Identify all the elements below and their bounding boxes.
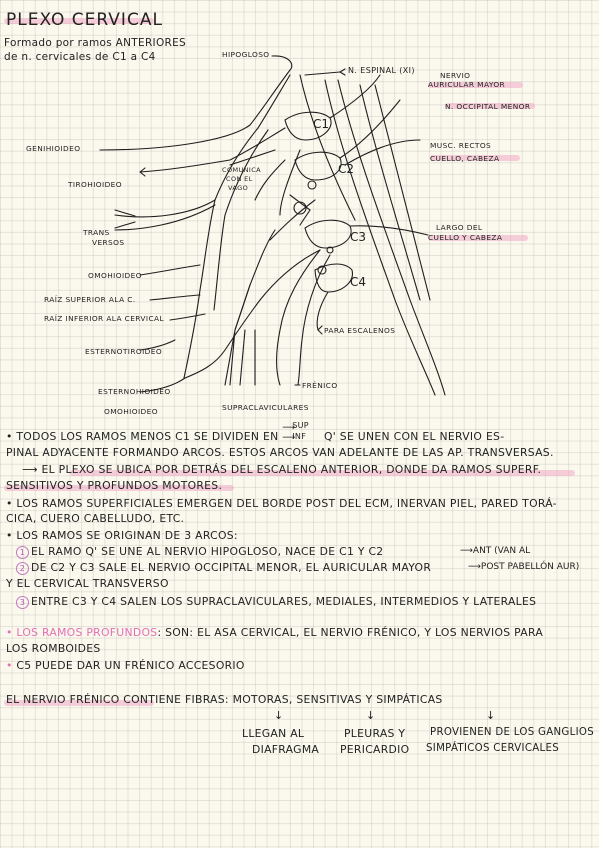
note-p2-line1: • LOS RAMOS SUPERFICIALES EMERGEN DEL BO… (6, 497, 557, 510)
arrow-sensitivas: ↓ (366, 709, 376, 722)
note-p6-highlight (4, 700, 154, 706)
note-p1-line1: • TODOS LOS RAMOS MENOS C1 SE DIVIDEN EN… (6, 421, 505, 443)
arrow-simpaticas: ↓ (486, 709, 496, 722)
note-sensitivas-2: PERICARDIO (340, 743, 410, 756)
label-trans: TRANS (83, 228, 110, 237)
label-esternotiroideo: ESTERNOTIROIDEO (85, 347, 163, 356)
label-vago: VAGO (228, 184, 249, 192)
vertebra-c4-label: C4 (350, 275, 367, 289)
note-sensitivas-1: PLEURAS Y (344, 727, 406, 740)
label-n-occipital-menor: N. OCCIPITAL MENOR (445, 102, 531, 111)
note-p1-line4: SENSITIVOS Y PROFUNDOS MOTORES. (6, 479, 223, 492)
label-auricular-mayor: AURICULAR MAYOR (428, 80, 506, 89)
label-hipogloso: HIPOGLOSO (222, 50, 270, 59)
label-frenico: FRÉNICO (302, 381, 338, 390)
label-nervio: NERVIO (440, 71, 471, 80)
note-motoras-2: DIAFRAGMA (252, 743, 320, 756)
note-p2-line2: CICA, CUERO CABELLUDO, ETC. (6, 512, 185, 525)
vertebra-c2-label: C2 (338, 162, 355, 176)
label-con-el: CON EL (226, 175, 253, 183)
label-omohioideo-upper: OMOHIOIDEO (88, 271, 142, 280)
label-raiz-inferior: RAÍZ INFERIOR ALA CERVICAL (44, 314, 165, 323)
arc-3-badge: 3 (16, 596, 29, 609)
note-arc-2-ant: ⟶ANT (VAN AL (460, 546, 531, 556)
label-cuello-y-cabeza: CUELLO Y CABEZA (428, 233, 503, 242)
label-para-escalenos: PARA ESCALENOS (324, 326, 396, 335)
note-arc-2-post: ⟶POST PABELLÓN AUR) (468, 562, 580, 572)
note-p6-line1: EL NERVIO FRÉNICO CONTIENE FIBRAS: MOTOR… (6, 693, 443, 706)
subtitle-line-2: de n. cervicales de C1 a C4 (4, 51, 156, 63)
note-p3-heading: • LOS RAMOS SE ORIGINAN DE 3 ARCOS: (6, 529, 238, 542)
cervical-plexus-diagram (99, 55, 535, 396)
vertebra-c3-label: C3 (350, 230, 367, 244)
note-p1-highlight-a (70, 470, 575, 476)
label-cuello-cabeza: CUELLO, CABEZA (430, 154, 500, 163)
note-arc-2-cont: Y EL CERVICAL TRANSVERSO (6, 577, 169, 590)
label-supraclaviculares: SUPRACLAVICULARES (222, 403, 309, 412)
vertebra-c1-label: C1 (313, 117, 330, 131)
label-n-espinal: N. ESPINAL (XI) (348, 66, 415, 75)
arrow-motoras: ↓ (274, 709, 284, 722)
page-title: PLEXO CERVICAL (6, 10, 163, 30)
subtitle-line-1: Formado por ramos ANTERIORES (4, 37, 187, 49)
profundos-highlight: LOS RAMOS PROFUNDOS (16, 626, 158, 639)
note-p4-line1: • LOS RAMOS PROFUNDOS: SON: EL ASA CERVI… (6, 626, 544, 639)
note-p4-line2: LOS ROMBOIDES (6, 642, 101, 655)
note-simpaticas-2: SIMPÁTICOS CERVICALES (426, 743, 559, 754)
label-largo-del: LARGO DEL (436, 223, 483, 232)
label-comunica: COMUNICA (222, 166, 261, 174)
label-esternohioideo: ESTERNOHIOIDEO (98, 387, 171, 396)
label-musc-rectos: MUSC. RECTOS (430, 141, 492, 150)
note-p1-line3: ⟶ EL PLEXO SE UBICA POR DETRÁS DEL ESCAL… (22, 463, 542, 476)
note-motoras-1: LLEGAN AL (242, 727, 305, 740)
arc-2-badge: 2 (16, 562, 29, 575)
note-simpaticas-1: PROVIENEN DE LOS GANGLIOS (430, 727, 594, 738)
label-raiz-superior: RAÍZ SUPERIOR ALA C. (44, 295, 136, 304)
label-tirohioideo: TIROHIOIDEO (68, 180, 122, 189)
arc-1-badge: 1 (16, 546, 29, 559)
note-p1-highlight-b (4, 485, 234, 491)
label-genihioideo: GENIHIOIDEO (26, 144, 81, 153)
title-highlight (4, 18, 154, 24)
label-omohioideo-lower: OMOHIOIDEO (104, 407, 158, 416)
label-versos: VERSOS (92, 238, 125, 247)
note-p5: • C5 PUEDE DAR UN FRÉNICO ACCESORIO (6, 659, 245, 672)
note-p1-line2: PINAL ADYACENTE FORMANDO ARCOS. ESTOS AR… (6, 446, 554, 459)
